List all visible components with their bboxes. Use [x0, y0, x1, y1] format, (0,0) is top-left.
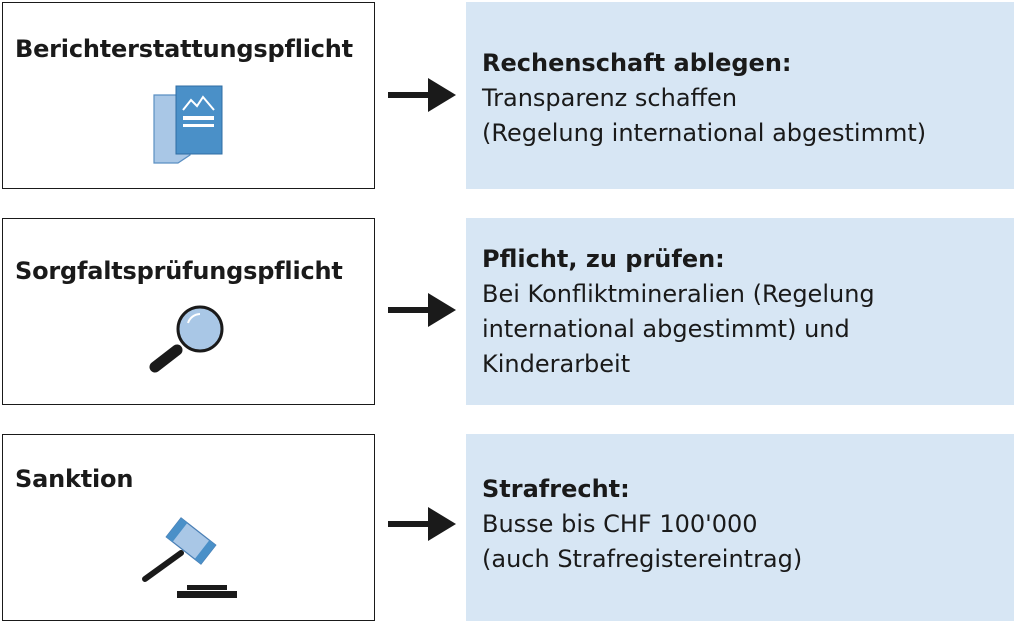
magnifier-icon: [149, 305, 224, 373]
box-title-reporting: Berichterstattungspflicht: [15, 35, 353, 63]
panel-line: international abgestimmt) und: [482, 315, 850, 343]
right-panel-due-diligence: Pflicht, zu prüfen: Bei Konfliktminerali…: [466, 218, 1014, 405]
panel-line: Kinderarbeit: [482, 350, 631, 378]
panel-title-due-diligence: Pflicht, zu prüfen:: [482, 245, 725, 273]
left-box-due-diligence: Sorgfaltsprüfungspflicht: [2, 218, 375, 405]
document-icon: [153, 85, 223, 164]
panel-line: (Regelung international abgestimmt): [482, 119, 927, 147]
panel-line: Transparenz schaffen: [482, 84, 738, 112]
panel-title-reporting: Rechenschaft ablegen:: [482, 49, 792, 77]
gavel-icon: [142, 517, 237, 598]
panel-line: Busse bis CHF 100'000: [482, 510, 758, 538]
left-box-sanction: Sanktion: [2, 434, 375, 621]
arrow-icon-due-diligence: [388, 293, 456, 327]
right-panel-sanction: Strafrecht: Busse bis CHF 100'000 (auch …: [466, 434, 1014, 621]
panel-title-sanction: Strafrecht:: [482, 475, 630, 503]
right-panel-reporting: Rechenschaft ablegen: Transparenz schaff…: [466, 2, 1014, 189]
arrow-icon-sanction: [388, 507, 456, 541]
left-box-reporting: Berichterstattungspflicht: [2, 2, 375, 189]
panel-line: Bei Konfliktmineralien (Regelung: [482, 280, 875, 308]
box-title-due-diligence: Sorgfaltsprüfungspflicht: [15, 257, 343, 285]
panel-line: (auch Strafregistereintrag): [482, 545, 803, 573]
arrow-icon-reporting: [388, 78, 456, 112]
box-title-sanction: Sanktion: [15, 465, 134, 493]
